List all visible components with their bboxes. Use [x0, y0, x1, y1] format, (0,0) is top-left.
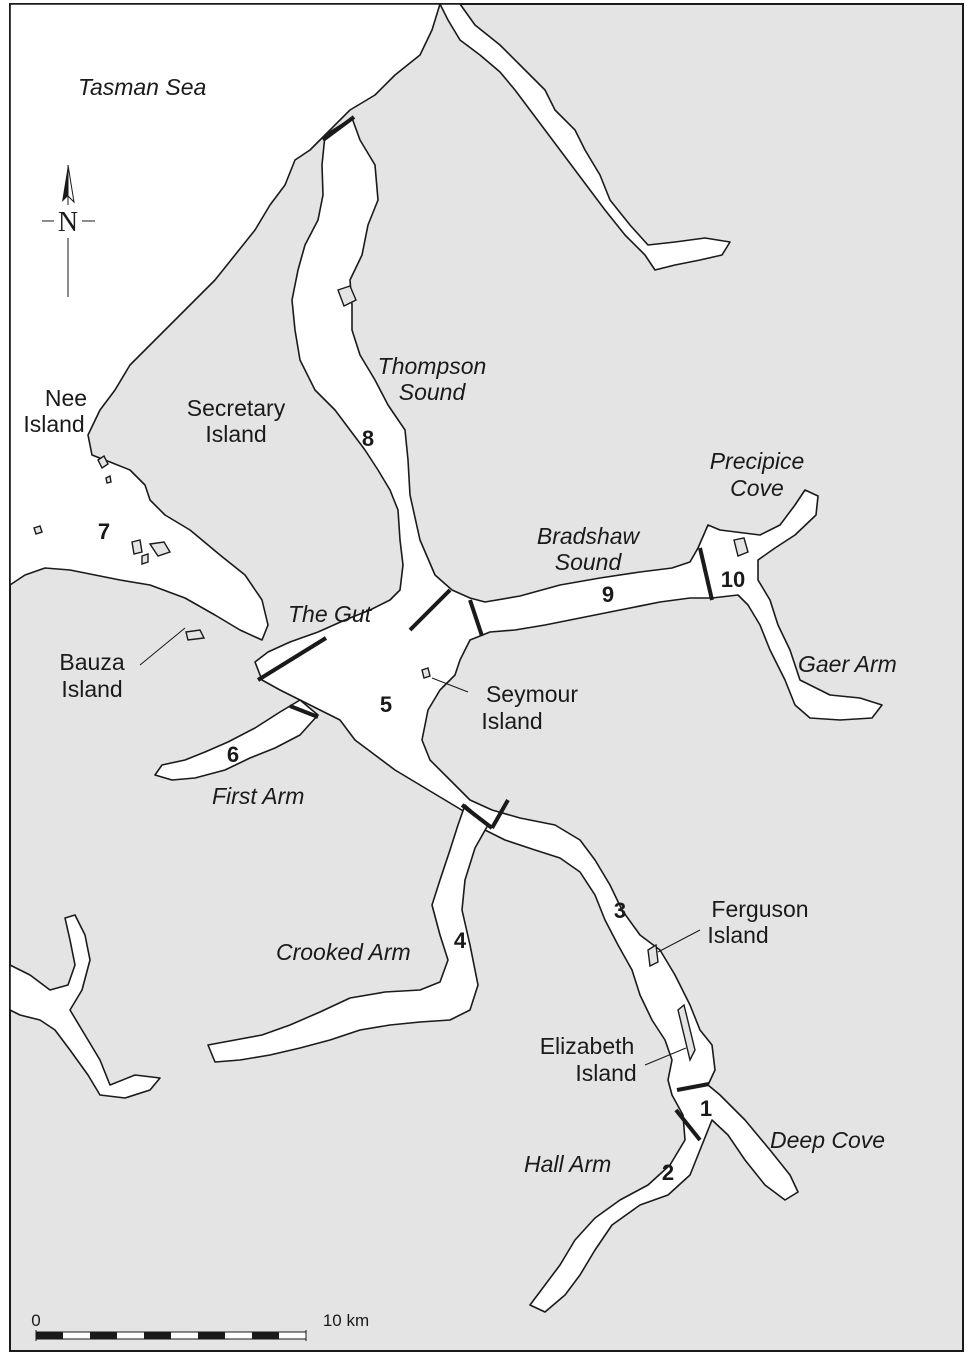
label-ferguson-island-1: Ferguson [711, 896, 808, 922]
north-arrow-icon [42, 164, 95, 297]
boundary-1-3 [676, 1082, 710, 1092]
scale-bar-segment [144, 1332, 171, 1339]
label-the-gut: The Gut [288, 601, 373, 627]
label-deep-cove: Deep Cove [770, 1127, 885, 1153]
region-2: 2 [662, 1160, 674, 1185]
leader-lines [139, 627, 701, 1066]
boundary-thompson-mouth [321, 115, 356, 142]
scale-bar-segment [252, 1332, 279, 1339]
region-8: 8 [362, 426, 374, 451]
boundary-4-5 [460, 803, 494, 830]
ferguson-island-shape [647, 943, 659, 968]
islet-1 [131, 539, 143, 555]
scale-bar-segments [36, 1332, 279, 1339]
boundary-1-2 [674, 1108, 702, 1142]
label-precipice-cove-1: Precipice [710, 448, 805, 474]
label-first-arm: First Arm [212, 783, 304, 809]
scale-end-label: 10 km [323, 1311, 369, 1330]
label-bauza-island-1: Bauza [59, 649, 124, 675]
label-thompson-sound-1: Thompson [378, 353, 487, 379]
label-hall-arm: Hall Arm [524, 1151, 611, 1177]
label-secretary-island-2: Island [205, 421, 266, 447]
label-precipice-cove-2: Cove [730, 475, 784, 501]
region-9: 9 [602, 582, 614, 607]
label-nee-island-1: Nee [45, 385, 87, 411]
island-shapes [33, 285, 749, 1063]
islet-2 [148, 541, 172, 557]
precipice-island-shape [733, 537, 749, 557]
elizabeth-leader [644, 1047, 687, 1066]
boundary-10-9 [698, 547, 714, 601]
scale-bar-segment [90, 1332, 117, 1339]
label-seymour-island-2: Island [481, 708, 542, 734]
region-5: 5 [380, 692, 392, 717]
first-arm-water [154, 699, 319, 781]
ferguson-leader [657, 929, 701, 953]
bauza-leader [139, 627, 186, 666]
scale-start-label: 0 [31, 1311, 40, 1330]
boundary-3-5 [490, 799, 510, 829]
region-3: 3 [614, 898, 626, 923]
label-tasman-sea: Tasman Sea [78, 74, 206, 100]
label-bradshaw-sound-1: Bradshaw [537, 523, 641, 549]
label-gaer-arm: Gaer Arm [798, 651, 897, 677]
nee-island-rock [105, 474, 112, 484]
region-10: 10 [721, 567, 745, 592]
northeast-channel-water [439, 3, 731, 271]
boundary-gut [256, 636, 328, 682]
label-elizabeth-island-1: Elizabeth [540, 1033, 635, 1059]
region-boundaries [256, 115, 714, 1142]
region-7: 7 [98, 519, 110, 544]
scale-bar-segment [198, 1332, 225, 1339]
region-1: 1 [700, 1096, 712, 1121]
boundary-9-5 [468, 599, 484, 637]
label-thompson-sound-2: Sound [399, 379, 467, 405]
scale-bar-segment [36, 1332, 63, 1339]
region-numbers: 1 2 3 4 5 6 7 8 9 10 [98, 426, 745, 1185]
label-seymour-island-1: Seymour [486, 681, 578, 707]
seymour-island-shape [421, 667, 431, 679]
region-4: 4 [454, 928, 467, 953]
north-letter: N [58, 207, 78, 238]
label-ferguson-island-2: Island [707, 922, 768, 948]
label-nee-island-2: Island [23, 411, 84, 437]
island-labels: Nee Island Secretary Island Bauza Island… [23, 385, 808, 1086]
nee-island-shape [97, 454, 109, 470]
water-labels: Tasman Sea Thompson Sound Bradshaw Sound… [78, 74, 897, 1177]
label-bauza-island-2: Island [61, 676, 122, 702]
north-arrow: N [42, 164, 95, 297]
label-crooked-arm: Crooked Arm [276, 939, 411, 965]
seymour-leader [431, 677, 469, 693]
islet-west [33, 525, 43, 535]
label-bradshaw-sound-2: Sound [555, 549, 623, 575]
islet-3 [141, 553, 149, 565]
thompson-nook [337, 285, 357, 307]
boundary-8-5 [408, 588, 452, 632]
region-6: 6 [227, 742, 239, 767]
tasman-sea-water [9, 3, 441, 641]
west-inlet-water [9, 914, 161, 1099]
label-elizabeth-island-2: Island [575, 1060, 636, 1086]
label-secretary-island-1: Secretary [187, 395, 286, 421]
bauza-island-shape [185, 629, 206, 641]
boundary-6-5 [289, 704, 319, 719]
elizabeth-island-shape [677, 1003, 696, 1063]
scale-bar: 0 10 km [31, 1311, 369, 1341]
crooked-arm-water [207, 804, 489, 1063]
